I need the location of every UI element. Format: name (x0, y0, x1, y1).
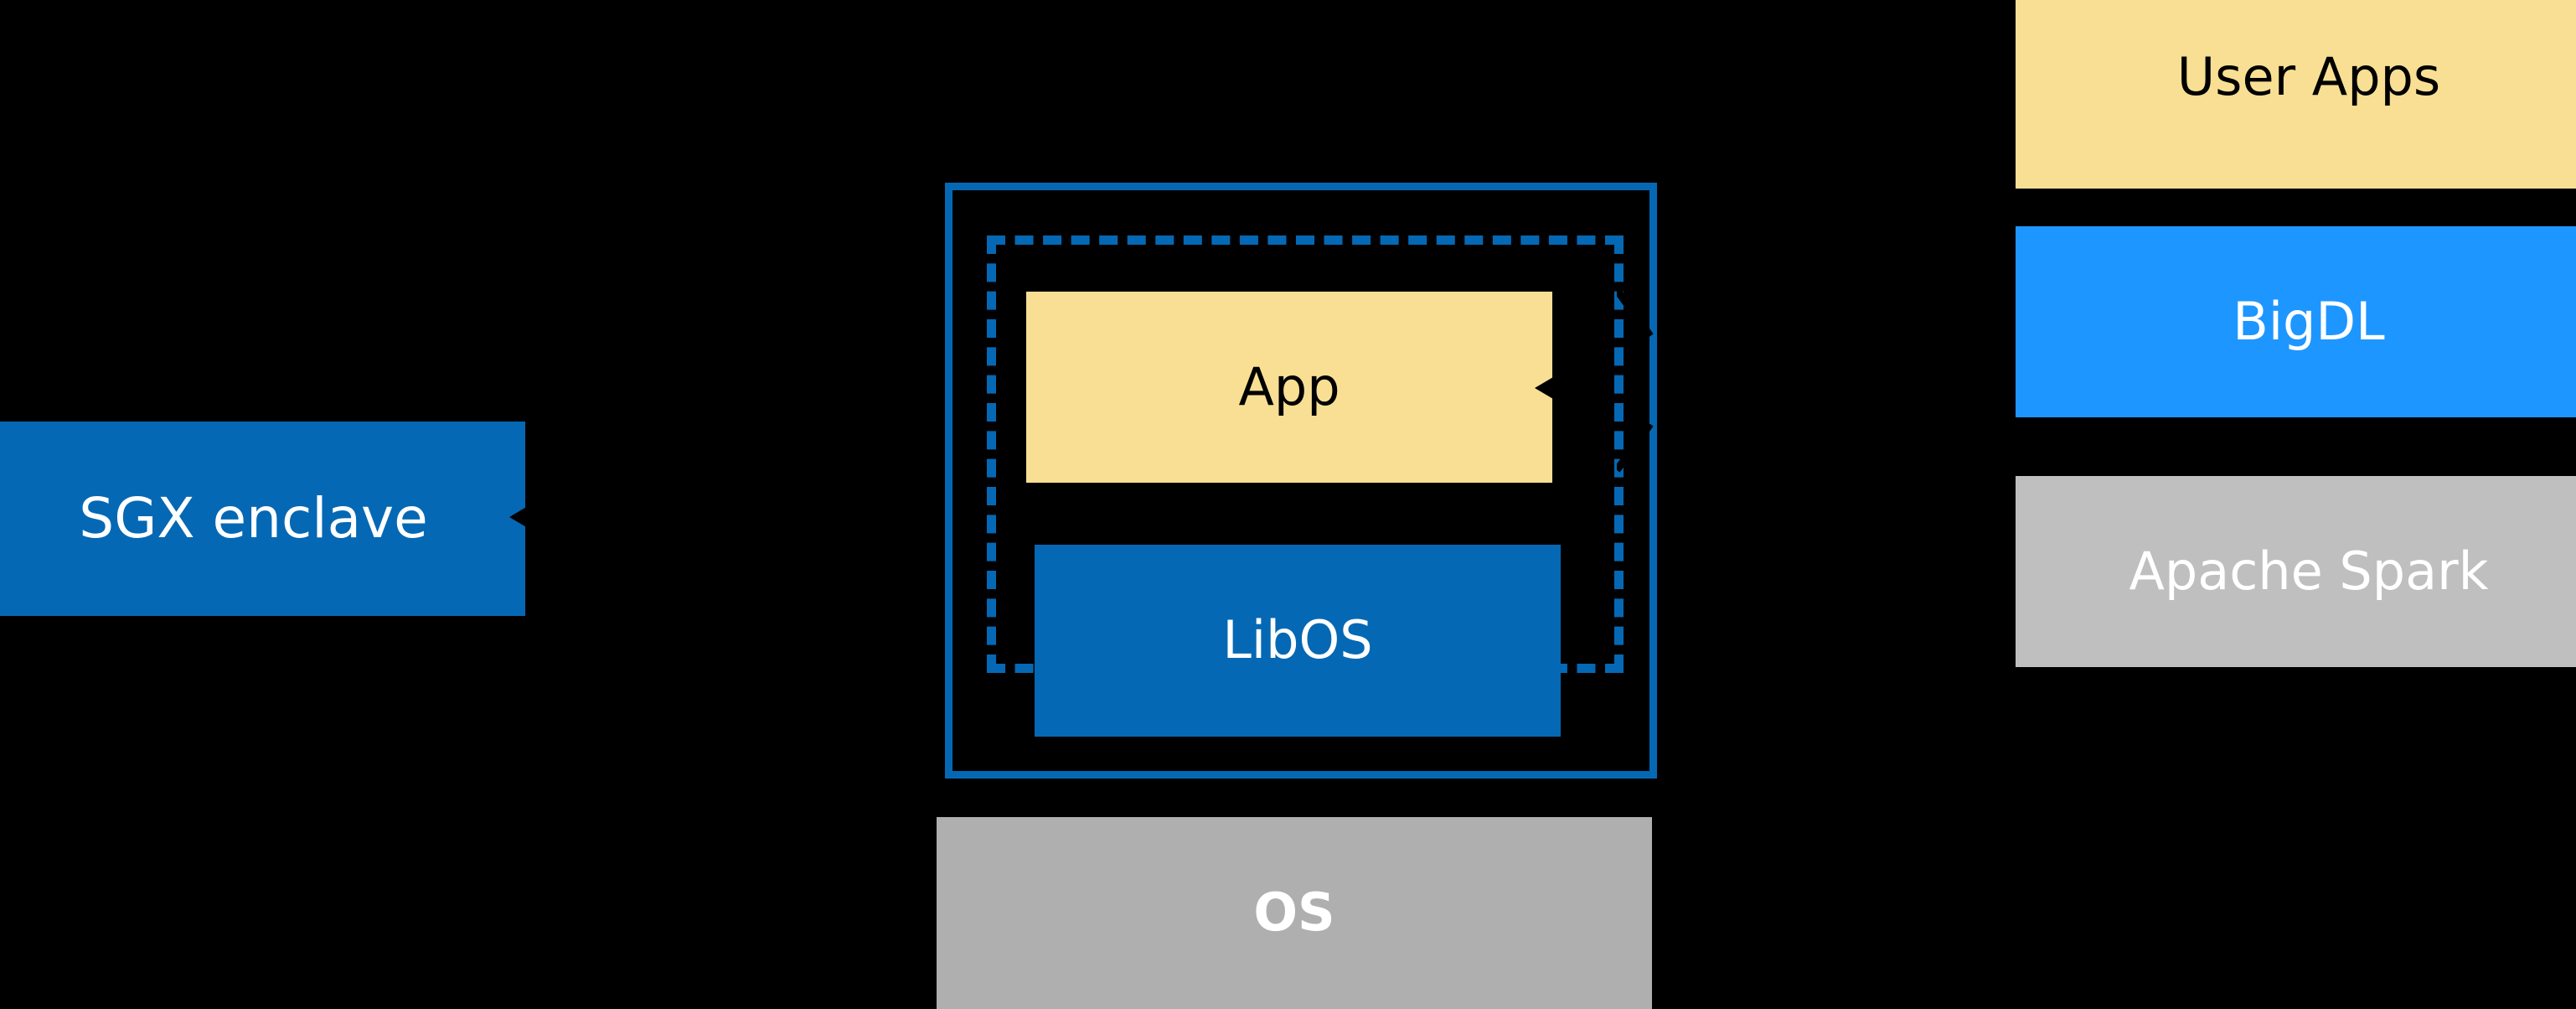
bigdl-label: BigDL (2233, 290, 2385, 352)
os-label: OS (1253, 882, 1335, 944)
bigdl-box[interactable]: BigDL (2016, 226, 2576, 417)
apache-spark-box[interactable]: Apache Spark (2016, 476, 2576, 667)
app-box[interactable]: App (1026, 292, 1552, 483)
libos-label: LibOS (1222, 609, 1373, 671)
app-label: App (1238, 355, 1340, 417)
user-apps-box[interactable]: User Apps (2016, 0, 2576, 189)
os-box[interactable]: OS (937, 817, 1652, 1009)
libos-box[interactable]: LibOS (1035, 545, 1561, 737)
sgx-enclave-box[interactable]: SGX enclave (0, 422, 525, 616)
user-apps-label: User Apps (2176, 46, 2441, 108)
enclave-outer-frame (945, 183, 1657, 779)
apache-spark-label: Apache Spark (2129, 540, 2489, 602)
sgx-enclave-label: SGX enclave (79, 485, 428, 551)
